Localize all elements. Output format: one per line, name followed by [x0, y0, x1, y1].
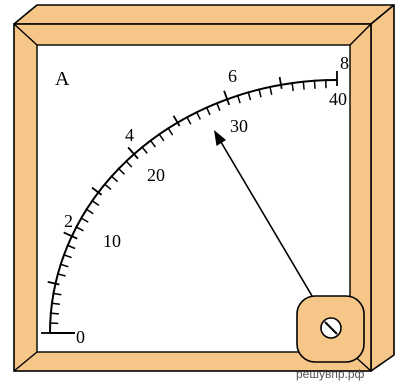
scale [41, 71, 338, 334]
scale-tick [80, 216, 89, 223]
inner-label-10: 10 [103, 231, 121, 251]
unit-label: A [55, 68, 70, 90]
inner-label-40: 40 [329, 89, 347, 109]
scale-tick [258, 88, 262, 98]
scale-tick [49, 312, 59, 315]
scale-tick [141, 145, 148, 154]
outer-label-6: 6 [228, 66, 237, 86]
scale-tick [247, 91, 252, 101]
scale-tick [125, 159, 133, 168]
outer-label-8: 8 [340, 53, 349, 73]
scale-tick [195, 111, 201, 120]
scale-tick [117, 167, 126, 175]
scale-tick [103, 183, 112, 190]
scale-tick [291, 81, 294, 92]
scale-tick [47, 281, 60, 286]
scale-tick [215, 102, 221, 111]
scale-tick [269, 85, 273, 95]
scale-tick [110, 175, 119, 183]
scale-tick [85, 208, 94, 215]
scale-tick [56, 272, 66, 277]
scale-tick [91, 186, 103, 196]
scale-tick [313, 79, 316, 89]
scale-tick [172, 115, 181, 127]
outer-label-2: 2 [64, 211, 73, 231]
scale-tick [91, 199, 100, 207]
scale-tick [167, 127, 174, 136]
scale-tick [236, 94, 241, 104]
inner-label-20: 20 [147, 165, 165, 185]
scale-tick [185, 116, 192, 125]
scale-tick [127, 146, 139, 160]
scale-tick [62, 253, 72, 259]
inner-scale-labels: 0 10 20 30 40 [76, 89, 347, 347]
inner-label-0: 0 [76, 327, 85, 347]
scale-tick [75, 225, 84, 232]
watermark: решувпр.рф [296, 367, 365, 381]
scale-tick [50, 302, 61, 306]
scale-tick [63, 231, 78, 240]
scale-tick [223, 90, 231, 106]
pivot-housing [296, 295, 365, 363]
needle-arrowhead [214, 130, 226, 146]
scale-tick [302, 80, 305, 90]
scale-ticks [41, 71, 338, 334]
outer-scale-labels: 2 4 6 8 [64, 53, 349, 231]
scale-tick [158, 133, 165, 142]
scale-tick [52, 292, 62, 296]
inner-label-30: 30 [230, 116, 248, 136]
scale-tick [59, 263, 69, 268]
scale-tick [149, 139, 156, 148]
scale-tick [66, 244, 76, 250]
scale-tick [278, 76, 283, 89]
outer-label-4: 4 [125, 125, 134, 145]
dial-face [36, 44, 351, 353]
scale-tick [205, 106, 211, 116]
